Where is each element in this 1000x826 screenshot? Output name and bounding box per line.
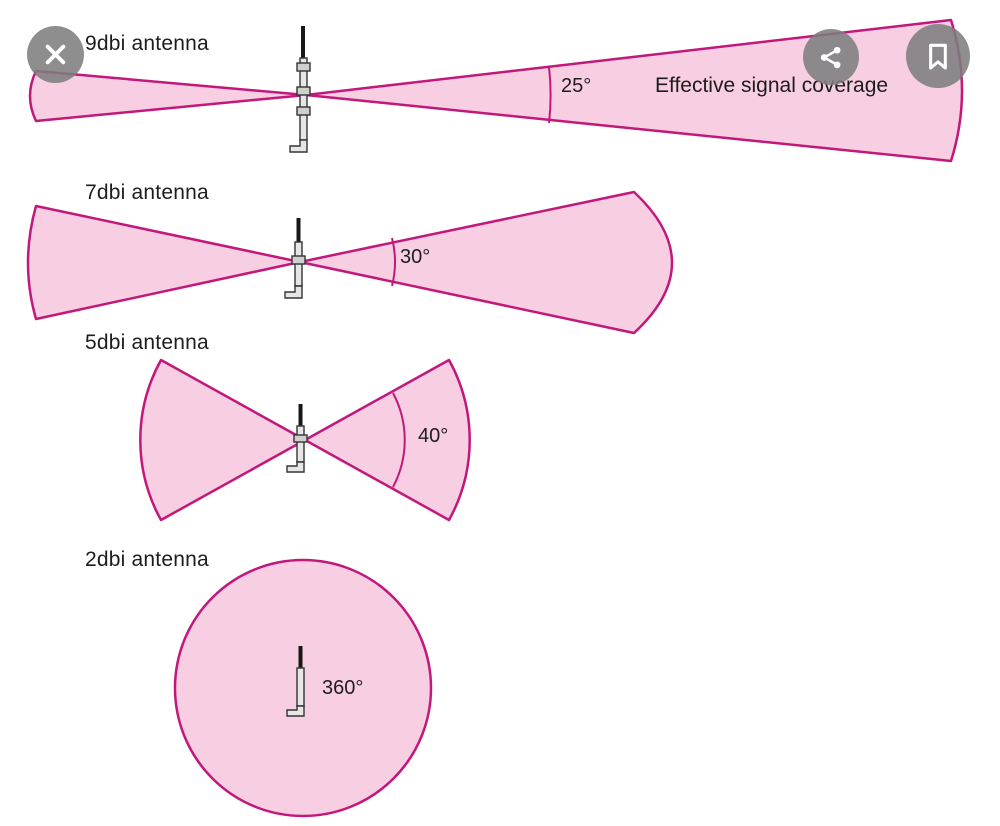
- share-icon: [820, 46, 840, 68]
- angle-label-7dbi: 30°: [400, 246, 431, 268]
- angle-label-9dbi: 25°: [561, 75, 592, 97]
- coverage-caption: Effective signal coverage: [655, 74, 889, 97]
- angle-label-5dbi: 40°: [418, 425, 449, 447]
- angle-arc-5dbi: [392, 392, 406, 488]
- antenna-label-7dbi: 7dbi antenna: [85, 181, 209, 204]
- bookmark-icon: [929, 43, 947, 70]
- close-icon: [45, 44, 66, 65]
- close-button[interactable]: [27, 26, 84, 83]
- share-button[interactable]: [803, 29, 859, 85]
- angle-label-2dbi: 360°: [322, 677, 364, 699]
- antenna-icon-2dbi: [286, 646, 305, 717]
- bookmark-button[interactable]: [906, 24, 970, 88]
- beam-9dbi-left: [28, 69, 308, 123]
- beam-5dbi-left: [139, 358, 307, 522]
- beam-7dbi-right: [298, 190, 674, 335]
- antenna-label-5dbi: 5dbi antenna: [85, 331, 209, 354]
- antenna-label-9dbi: 9dbi antenna: [85, 32, 209, 55]
- angle-arc-7dbi: [391, 237, 396, 287]
- antenna-label-2dbi: 2dbi antenna: [85, 548, 209, 571]
- beam-7dbi-left: [26, 204, 302, 321]
- antenna-icon-5dbi: [286, 404, 308, 473]
- antenna-icon-7dbi: [284, 218, 306, 299]
- angle-arc-9dbi: [548, 66, 552, 124]
- antenna-icon-9dbi: [289, 26, 311, 153]
- beam-5dbi-right: [303, 358, 471, 522]
